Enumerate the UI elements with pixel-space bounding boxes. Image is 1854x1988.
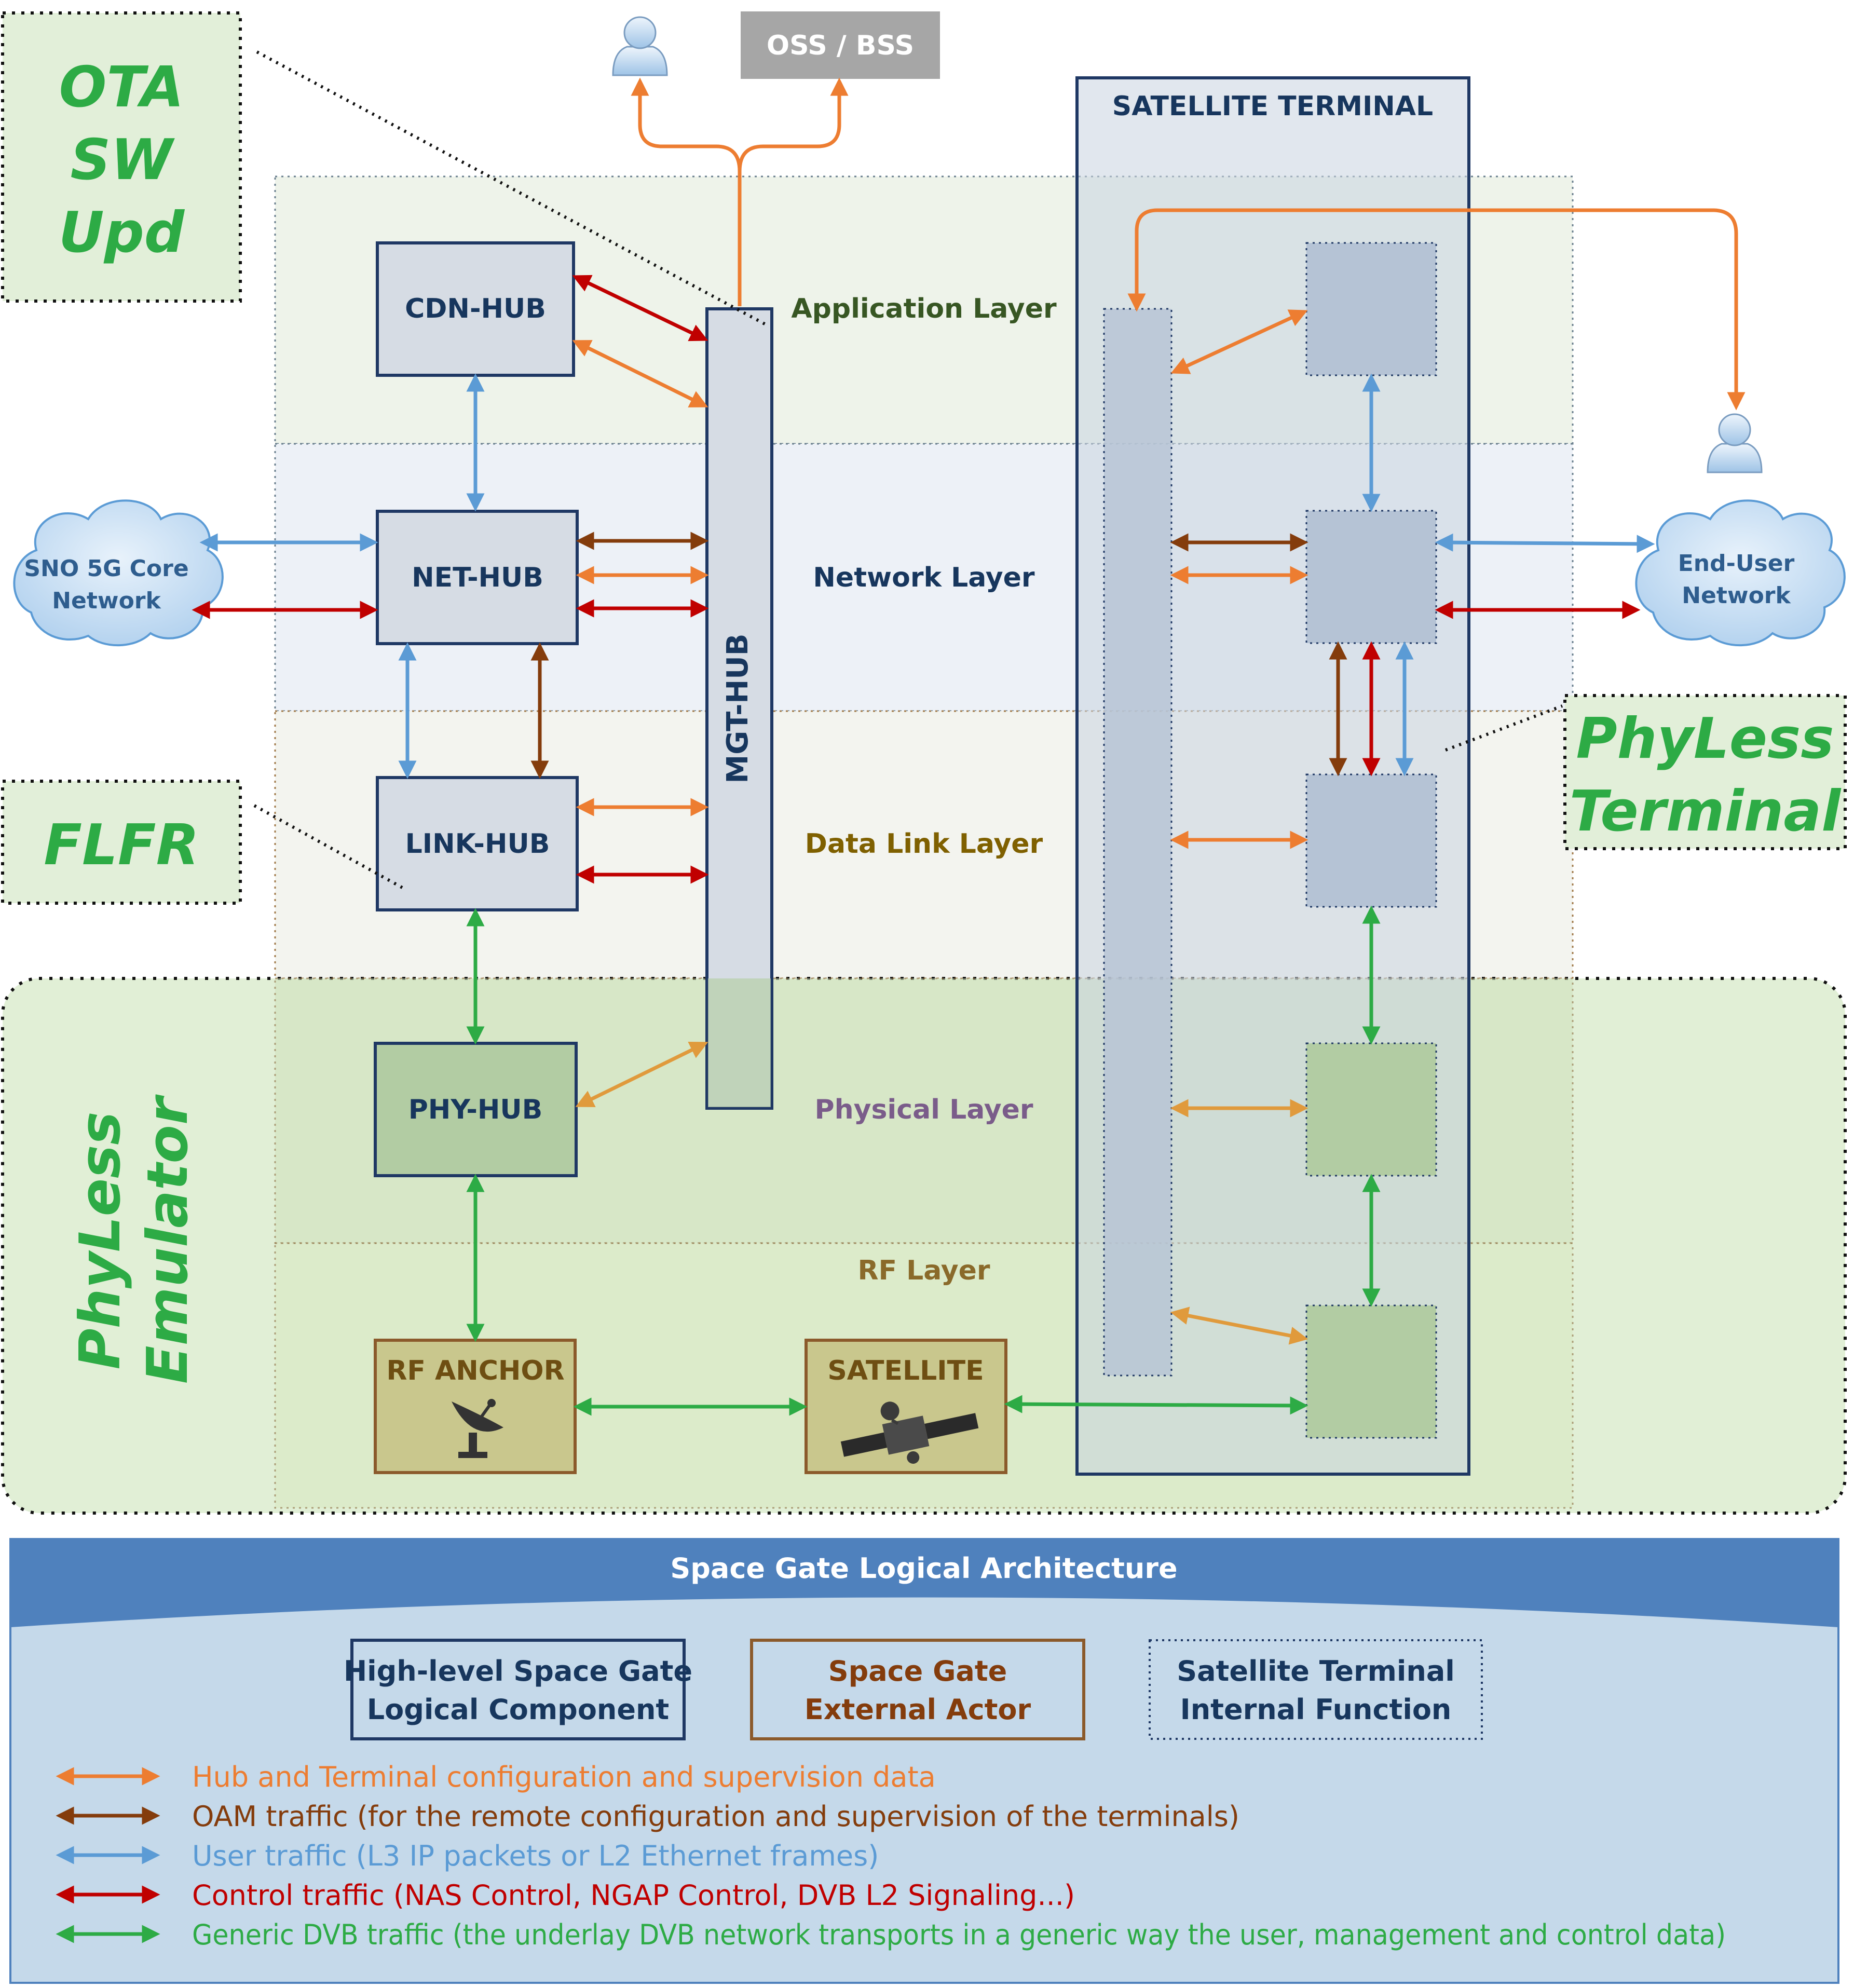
mgt-hub-label: MGT-HUB [721,634,755,784]
oss-bss-box[interactable]: OSS / BSS [741,11,940,79]
term-app-bar-config [1170,309,1308,374]
phyless-terminal-callout: PhyLess Terminal [1563,694,1847,850]
legend-panel: Space Gate Logical Architecture High-lev… [9,1538,1839,1984]
terminal-function-network[interactable] [1305,510,1437,644]
user-icon [1707,413,1763,473]
ota-sw-upd-callout: OTA SW Upd [1,11,242,303]
cdn-mgt-config [572,340,708,407]
legend-title: Space Gate Logical Architecture [670,1552,1177,1585]
satellite-terminal-title: SATELLITE TERMINAL [1112,91,1433,122]
legend-items: Hub and Terminal configuration and super… [56,1761,1726,1951]
key-actor-line1: Space Gate [828,1655,1007,1687]
phyless-terminal-line2: Terminal [1570,779,1842,844]
key-internal-line2: Internal Function [1180,1693,1452,1726]
mgt-to-top-branch [631,77,742,306]
layer-label-network: Network Layer [813,562,1035,593]
end-user-label-line1: End-User [1678,550,1795,577]
end-user-network-cloud: End-User Network [1635,499,1846,647]
hub-net[interactable]: NET-HUB [376,510,579,645]
legend-item-dvb: Generic DVB traffic (the underlay DVB ne… [192,1918,1726,1951]
layer-label-application: Application Layer [791,293,1057,324]
layer-label-physical: Physical Layer [814,1094,1033,1125]
net-hub-label: NET-HUB [412,562,543,593]
hub-link[interactable]: LINK-HUB [376,776,579,911]
phyless-emulator-label: PhyLess Emulator [68,1094,200,1384]
terminal-function-physical[interactable] [1305,1042,1437,1177]
key-actor-line2: External Actor [805,1693,1031,1726]
mgt-to-oss-branch [738,77,849,172]
hub-mgt[interactable]: MGT-HUB [705,307,773,1110]
link-hub-label: LINK-HUB [405,828,550,860]
cdn-hub-label: CDN-HUB [405,293,546,324]
key-component: High-level Space Gate Logical Component [344,1639,692,1740]
phyless-emulator-line1: PhyLess [68,1111,133,1369]
term-rf-bar-config [1170,1306,1308,1345]
ota-line2: SW [71,128,175,193]
terminal-function-data-link[interactable] [1305,773,1437,908]
legend-item-config: Hub and Terminal configuration and super… [192,1761,936,1793]
key-component-line1: High-level Space Gate [344,1655,692,1687]
satellite-dish-icon [452,1399,503,1458]
sno-core-network-cloud: SNO 5G Core Network [13,499,224,647]
satellite-icon [840,1401,979,1464]
connectors [192,77,1746,1416]
user-icon [612,16,668,76]
legend-item-user: User traffic (L3 IP packets or L2 Ethern… [192,1840,879,1872]
hub-phy[interactable]: PHY-HUB [374,1042,578,1177]
phyless-emulator-line2: Emulator [135,1094,200,1384]
flfr-callout: FLFR [1,780,242,905]
legend-item-control: Control traffic (NAS Control, NGAP Contr… [192,1879,1075,1912]
phy-hub-label: PHY-HUB [408,1094,543,1125]
ota-line1: OTA [59,55,184,120]
terminal-user-loop [1127,208,1746,411]
term-net-enduser-user [1435,533,1655,553]
sno-core-label-line2: Network [52,588,161,614]
satellite-label: SATELLITE [827,1355,984,1386]
end-user-label-line2: Network [1682,582,1791,609]
key-internal: Satellite Terminal Internal Function [1149,1639,1483,1740]
layer-label-rf: RF Layer [857,1255,990,1286]
layer-label-data-link: Data Link Layer [805,828,1043,860]
rf-anchor-label: RF ANCHOR [386,1355,564,1386]
oss-bss-label: OSS / BSS [767,30,914,61]
sat-terminal-dvb [1004,1395,1308,1415]
cdn-mgt-control [572,275,708,342]
terminal-function-rf[interactable] [1305,1304,1437,1439]
flfr-label: FLFR [44,813,199,878]
terminal-function-application[interactable] [1305,242,1437,376]
key-component-line2: Logical Component [367,1693,670,1726]
key-internal-line1: Satellite Terminal [1177,1655,1455,1687]
hub-cdn[interactable]: CDN-HUB [376,241,575,377]
key-actor: Space Gate External Actor [750,1639,1085,1740]
satellite-box[interactable]: SATELLITE [805,1339,1007,1478]
sno-core-label-line1: SNO 5G Core [24,555,188,582]
rf-anchor-box[interactable]: RF ANCHOR [374,1339,577,1474]
phy-mgt-config [575,1042,708,1107]
ota-line3: Upd [59,200,185,265]
legend-item-oam: OAM traffic (for the remote configuratio… [192,1800,1239,1833]
terminal-internal-bar [1103,308,1173,1377]
phyless-terminal-line1: PhyLess [1576,706,1834,771]
